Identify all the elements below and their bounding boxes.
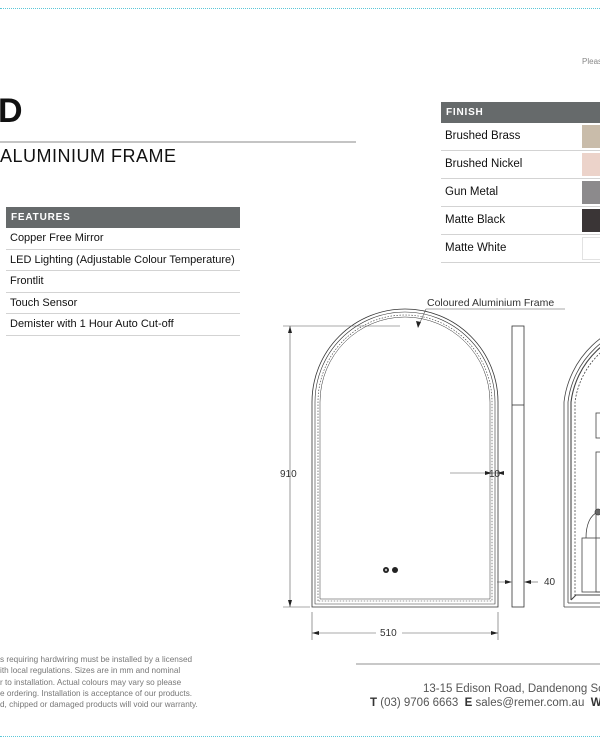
phone-label: T xyxy=(370,697,378,709)
finish-row: Brushed Nickel xyxy=(441,151,600,179)
finish-row: Matte Black xyxy=(441,207,600,235)
finish-swatch xyxy=(582,209,600,232)
mirror-rear-view xyxy=(563,338,600,608)
finish-heading: FINISH xyxy=(441,102,600,123)
disclaimer-line: e ordering. Installation is acceptance o… xyxy=(0,688,193,698)
feature-item: Copper Free Mirror xyxy=(6,228,240,250)
features-table: FEATURES Copper Free Mirror LED Lighting… xyxy=(6,207,240,336)
finish-label: Gun Metal xyxy=(445,186,499,198)
finish-swatch xyxy=(582,125,600,148)
disclaimer-line: r to installation. Actual colours may va… xyxy=(0,677,182,687)
feature-item: LED Lighting (Adjustable Colour Temperat… xyxy=(6,250,240,272)
company-address: 13-15 Edison Road, Dandenong Sou xyxy=(423,683,600,695)
finish-label: Matte White xyxy=(445,242,507,254)
frame-dimension: 10 xyxy=(489,469,501,480)
finish-table: FINISH Brushed Brass Brushed Nickel Gun … xyxy=(441,102,600,263)
disclaimer-line: d, chipped or damaged products will void… xyxy=(0,700,198,710)
demister-icon xyxy=(392,567,398,573)
finish-swatch xyxy=(582,181,600,204)
finish-swatch xyxy=(582,237,600,260)
disclaimer-text: s requiring hardwiring must be installed… xyxy=(0,654,198,710)
finish-label: Matte Black xyxy=(445,214,506,226)
web-label: W xyxy=(590,697,600,709)
finish-swatch xyxy=(582,153,600,176)
title-divider xyxy=(0,141,356,143)
finish-label: Brushed Brass xyxy=(445,130,521,142)
feature-item: Frontlit xyxy=(6,271,240,293)
frame-callout: Coloured Aluminium Frame xyxy=(427,297,554,309)
contact-line: T (03) 9706 6663 E sales@remer.com.au W … xyxy=(370,697,600,709)
notice-text: Pleas xyxy=(582,57,600,66)
finish-row: Brushed Brass xyxy=(441,123,600,151)
finish-row: Matte White xyxy=(441,235,600,263)
mirror-outer-frame xyxy=(311,308,499,608)
disclaimer-line: ith local regulations. Sizes are in mm a… xyxy=(0,666,181,676)
bottom-dotted-border xyxy=(0,736,600,737)
features-heading: FEATURES xyxy=(6,207,240,228)
email-address[interactable]: sales@remer.com.au xyxy=(475,697,585,709)
width-dimension: 510 xyxy=(380,628,397,639)
finish-label: Brushed Nickel xyxy=(445,158,523,170)
feature-item: Demister with 1 Hour Auto Cut-off xyxy=(6,314,240,336)
disclaimer-line: s requiring hardwiring must be installed… xyxy=(0,655,193,664)
top-dotted-border xyxy=(0,8,600,9)
product-title: D xyxy=(0,92,23,130)
depth-dimension: 40 xyxy=(544,577,556,588)
phone-number[interactable]: (03) 9706 6663 xyxy=(380,697,459,709)
finish-row: Gun Metal xyxy=(441,179,600,207)
footer-divider xyxy=(356,663,600,665)
mirror-side-view xyxy=(511,325,525,608)
email-label: E xyxy=(464,697,473,709)
product-subtitle: ALUMINIUM FRAME xyxy=(0,146,177,166)
height-dimension: 910 xyxy=(280,469,297,480)
feature-item: Touch Sensor xyxy=(6,293,240,315)
